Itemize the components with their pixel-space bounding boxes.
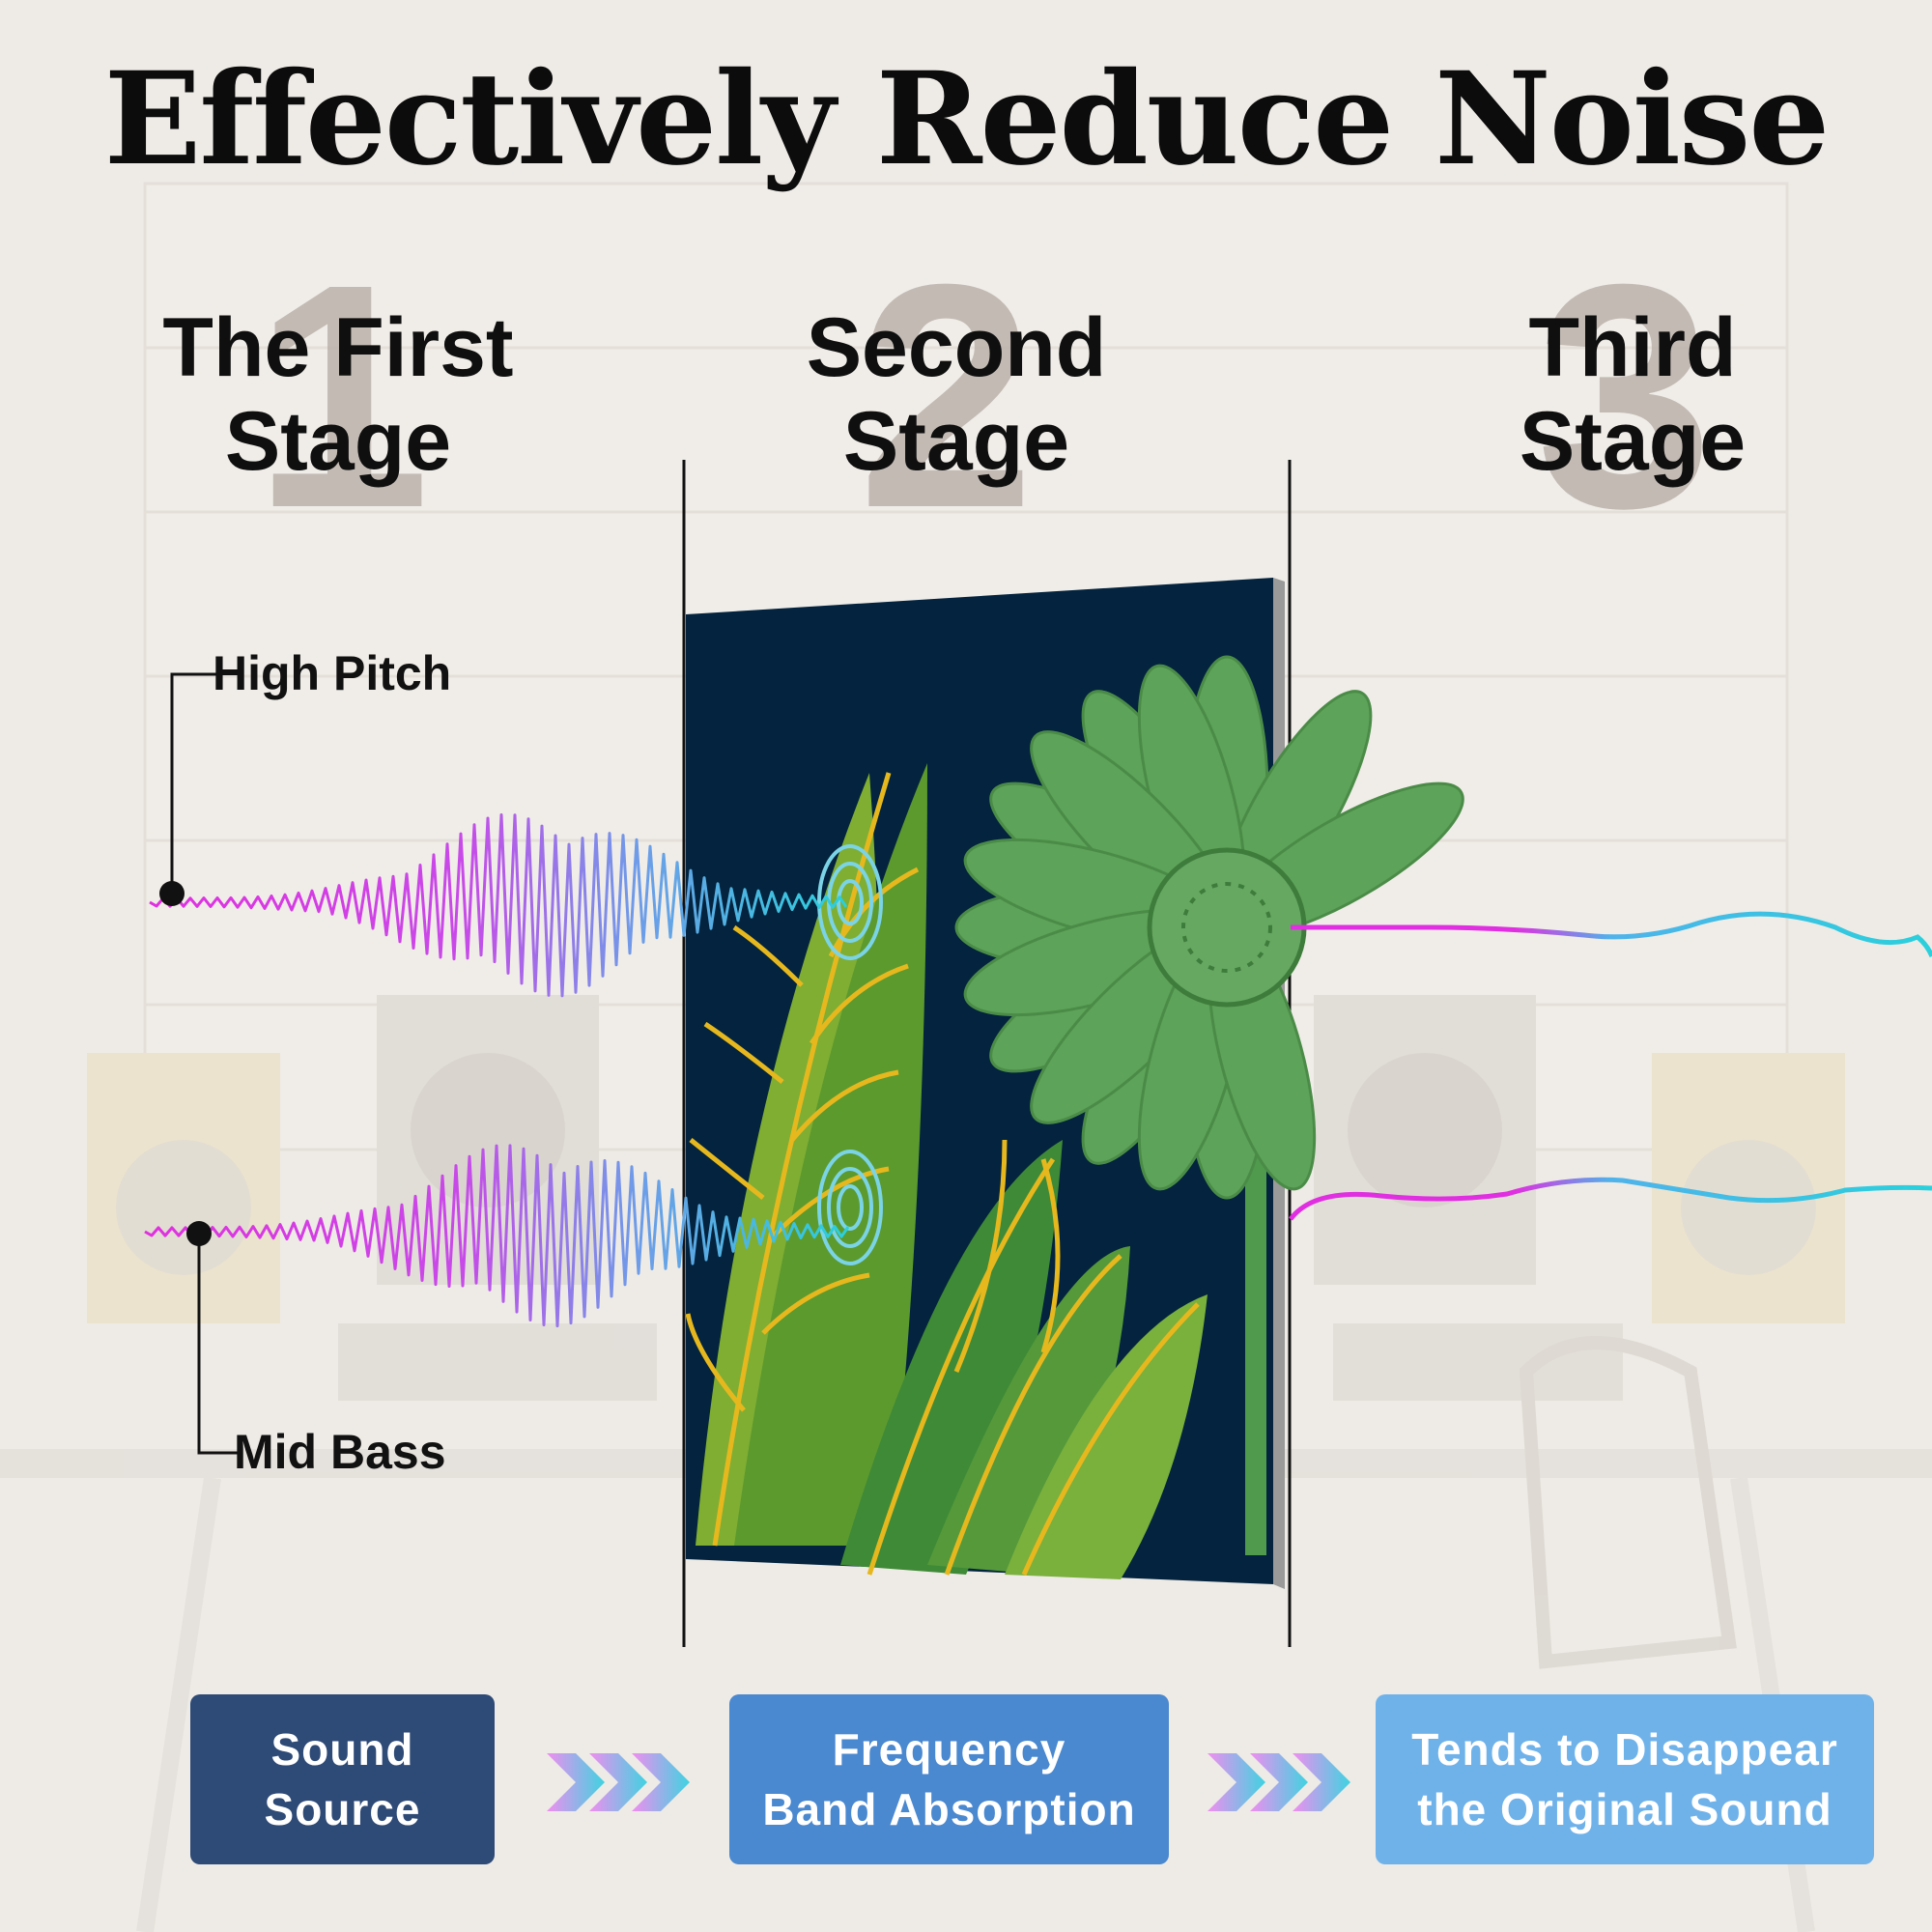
stage-label-3-line1: Third — [1528, 301, 1737, 394]
flow-box-sound-source: Sound Source — [190, 1694, 495, 1864]
flow-box-disappear: Tends to Disappear the Original Sound — [1376, 1694, 1874, 1864]
high-pitch-label: High Pitch — [213, 646, 452, 700]
flow-box-1-line1: Sound — [270, 1724, 414, 1775]
stage-label-3-line2: Stage — [1519, 395, 1747, 488]
high-pitch-wave — [149, 813, 848, 998]
stage-number-1: 1 — [253, 217, 431, 574]
speaker-monitor-left-cone — [411, 1053, 565, 1208]
flow-box-1-line2: Source — [264, 1784, 421, 1834]
mid-bass-label: Mid Bass — [234, 1425, 446, 1479]
speaker-left-cone — [116, 1140, 251, 1275]
desk-leg-left — [136, 1476, 221, 1932]
office-chair — [1519, 1336, 1737, 1669]
sunflower — [954, 655, 1464, 1555]
flow-box-frequency-absorption: Frequency Band Absorption — [729, 1694, 1169, 1864]
stage-label-1-line1: The First — [162, 301, 514, 394]
stage-number-3: 3 — [1536, 217, 1714, 574]
high-pitch-dot — [159, 881, 185, 906]
mid-bass-wave — [144, 1144, 850, 1328]
stage-label-1-line2: Stage — [224, 395, 452, 488]
absorption-rings-lower — [817, 1150, 883, 1265]
output-wave-high — [1291, 911, 1932, 958]
stage-label-2: Second Stage — [715, 301, 1198, 489]
flow-arrow-1 — [547, 1753, 690, 1811]
keyboard-left — [338, 1323, 657, 1401]
acoustic-panel — [685, 578, 1464, 1589]
flow-box-3-line1: Tends to Disappear — [1411, 1724, 1838, 1775]
speaker-right-cone — [1681, 1140, 1816, 1275]
page-title: Effectively Reduce Noise — [103, 44, 1831, 194]
speaker-monitor-right-cone — [1348, 1053, 1502, 1208]
mid-bass-dot — [186, 1221, 212, 1246]
mid-bass-leader — [197, 1234, 240, 1455]
stage-label-3: Third Stage — [1391, 301, 1874, 489]
fern-leaves — [685, 763, 1208, 1579]
flow-box-2-line2: Band Absorption — [762, 1784, 1136, 1834]
stage-label-2-line1: Second — [806, 301, 1107, 394]
output-wave-mid — [1289, 1177, 1932, 1221]
flow-box-3-line2: the Original Sound — [1417, 1784, 1833, 1834]
stage-label-2-line2: Stage — [842, 395, 1070, 488]
keyboard-right — [1333, 1323, 1623, 1401]
high-pitch-leader — [170, 672, 220, 894]
flow-box-2-line1: Frequency — [832, 1724, 1066, 1775]
stage-number-2: 2 — [858, 217, 1036, 574]
flow-arrow-2 — [1208, 1753, 1350, 1811]
stage-label-1: The First Stage — [97, 301, 580, 489]
